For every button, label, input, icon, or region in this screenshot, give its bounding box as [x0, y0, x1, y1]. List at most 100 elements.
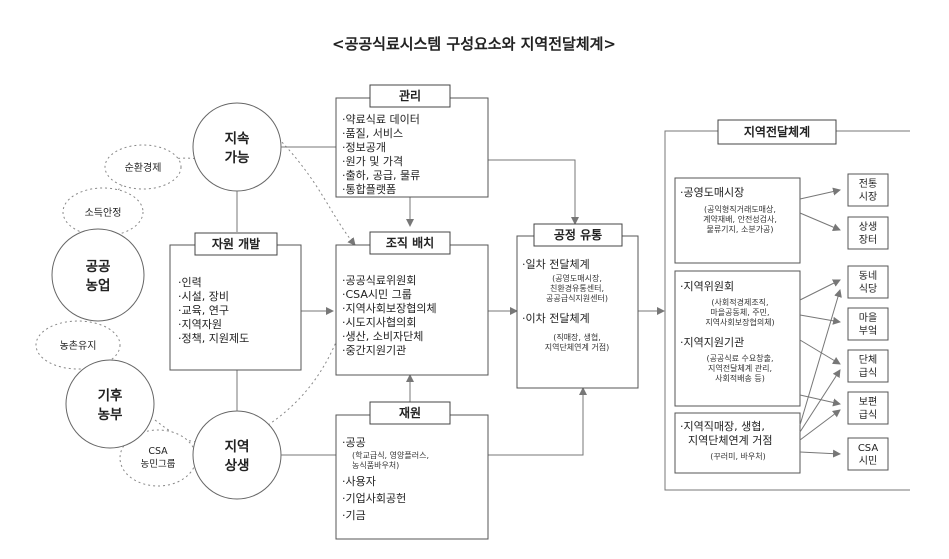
finance-item: ·공공	[342, 436, 366, 449]
finance-item: ·기금	[342, 509, 366, 522]
outlet-list: 전통 시장 상생 장터 동네 식당 마을 부엌 단체 급식 보편 급식 CSA …	[847, 173, 889, 471]
circle-circular-economy	[104, 144, 182, 190]
finance-item-sub: (학교급식, 영양플러스,	[352, 450, 429, 460]
finance-item: ·기업사회공헌	[342, 492, 406, 505]
regional-header: 지역전달체계	[744, 124, 810, 139]
org-item: ·중간지원기관	[342, 344, 406, 357]
regional-group-2	[674, 270, 801, 407]
page-title: <공공식료시스템 구성요소와 지역전달체계>	[332, 35, 616, 53]
management-header: 관리	[399, 88, 421, 103]
finance-item-sub: 농식품바우처)	[352, 460, 399, 470]
fair-first: ·일차 전달체계	[522, 257, 590, 271]
resource-header: 자원 개발	[212, 236, 260, 251]
regional-group-2b-sub: (공공식료 수요창출,	[706, 353, 773, 363]
fair-frame	[516, 235, 639, 389]
fair-second: ·이차 전달체계	[522, 312, 590, 325]
label-sustainable-2: 가능	[225, 150, 250, 166]
regional-group-1-title: ·공영도매시장	[680, 186, 744, 199]
label-coexistence-2: 상생	[225, 458, 250, 474]
outlet-label: 장터	[859, 234, 877, 246]
circle-public-agriculture	[51, 228, 145, 322]
resource-header-box	[194, 232, 278, 256]
regional-group-2a-sub: (사회적경제조직,	[711, 297, 768, 307]
org-header-box	[369, 231, 451, 255]
outlet-label: 전통	[859, 178, 877, 190]
outlet-arrow	[799, 394, 841, 407]
resource-item: ·정책, 지원제도	[178, 332, 249, 345]
outlet-arrow	[799, 369, 841, 433]
org-frame	[335, 244, 489, 376]
org-item: ·지역사회보장협의체	[342, 302, 437, 315]
outlet-label: 급식	[859, 367, 877, 379]
regional-group-3	[674, 412, 801, 474]
label-coexistence-1: 지역	[225, 438, 250, 455]
fair-header: 공정 유통	[554, 227, 602, 242]
fair-distribution-box: 공정 유통 ·일차 전달체계 (공영도매시장, 친환경유통센터, 공공급식지원센…	[516, 223, 639, 389]
outlet-arrow	[799, 409, 841, 441]
outlet-label: 시장	[859, 191, 877, 203]
resource-item: ·인력	[178, 276, 202, 289]
regional-group-3-title: ·지역직매장, 생협,	[680, 420, 765, 433]
fair-header-box	[533, 223, 623, 247]
org-item: ·CSA시민 그룹	[342, 288, 412, 301]
regional-group-1-sub: (공익형직거래도매상,	[704, 204, 776, 214]
label-rural-maintenance: 농촌유지	[60, 340, 97, 352]
outlet-label: 보편	[859, 396, 877, 408]
resource-frame	[169, 244, 302, 371]
outlet-arrow	[799, 279, 841, 301]
label-csa-group-1: CSA	[148, 446, 168, 457]
management-item: ·통합플랫폼	[342, 183, 396, 196]
label-csa-group-2: 농민그룹	[141, 459, 176, 470]
finance-item: ·사용자	[342, 475, 376, 488]
finance-header-box	[369, 401, 451, 425]
org-item: ·공공식료위원회	[342, 274, 416, 287]
outlet-label: 동네	[859, 270, 877, 282]
finance-box: 재원 ·공공 (학교급식, 영양플러스, 농식품바우처) ·사용자 ·기업사회공…	[335, 401, 489, 540]
regional-group-2b-title: ·지역지원기관	[680, 336, 744, 349]
fair-first-sub: (공영도매시장,	[552, 273, 602, 283]
regional-group-2b-sub: 사회적배송 등)	[715, 373, 765, 383]
regional-group-3-sub: (꾸러미, 바우처)	[710, 451, 766, 461]
resource-item: ·지역자원	[178, 318, 222, 331]
outlet-label: CSA	[858, 443, 879, 454]
outlet-arrow	[799, 289, 842, 426]
circle-rural-maintenance	[35, 320, 121, 370]
label-climate-farmer-1: 기후	[98, 388, 123, 404]
outlet-box-neighborhood-restaurant	[847, 265, 889, 299]
resource-item: ·시설, 장비	[178, 290, 229, 303]
management-item: ·원가 및 가격	[342, 155, 403, 168]
fair-first-sub: 친환경유통센터,	[550, 283, 604, 293]
fair-second-sub: 지역단체연계 거점)	[545, 342, 610, 352]
label-public-agriculture-2: 농업	[86, 278, 111, 294]
management-item: ·약료식료 데이터	[342, 112, 420, 126]
label-sustainable-1: 지속	[225, 131, 250, 147]
outlet-arrow	[799, 449, 841, 458]
regional-delivery-system: 지역전달체계 ·공영도매시장 (공익형직거래도매상, 계약재배, 안전성검사, …	[664, 119, 910, 491]
arrow-finance-fair	[488, 387, 587, 456]
outlet-arrows	[799, 187, 842, 458]
outlet-label: 상생	[859, 221, 877, 233]
regional-group-2a-sub: 마을공동체, 주민,	[710, 307, 769, 317]
circle-coexistence	[192, 410, 282, 500]
outlet-label: 급식	[859, 409, 877, 421]
outlet-box-group-meals	[847, 349, 889, 383]
outlet-label: 시민	[859, 455, 877, 467]
management-header-box	[369, 84, 451, 108]
finance-frame	[335, 414, 489, 540]
outlet-arrow	[799, 212, 841, 231]
label-public-agriculture-1: 공공	[86, 259, 111, 275]
left-circle-cluster: 순환경제 소득안정 농촌유지 CSA 농민그룹 지속 가능 공공 농업 기후 농…	[35, 102, 356, 500]
finance-header: 재원	[399, 406, 421, 420]
org-placement-box: 조직 배치 ·공공식료위원회 ·CSA시민 그룹 ·지역사회보장협의체 ·시도지…	[335, 231, 489, 376]
regional-group-1-sub: 물류기지, 소분가공)	[706, 225, 773, 234]
label-income-stability: 소득안정	[85, 207, 122, 219]
org-header: 조직 배치	[386, 235, 434, 250]
label-circular-economy: 순환경제	[125, 161, 162, 174]
arrow-management-fair	[488, 159, 579, 225]
outlet-label: 단체	[859, 354, 877, 366]
outlet-box-universal-meals	[847, 391, 889, 425]
outlet-box-village-kitchen	[847, 307, 889, 341]
management-item: ·출하, 공급, 물류	[342, 168, 420, 182]
connectors	[236, 146, 665, 456]
management-item: ·품질, 서비스	[342, 127, 403, 140]
